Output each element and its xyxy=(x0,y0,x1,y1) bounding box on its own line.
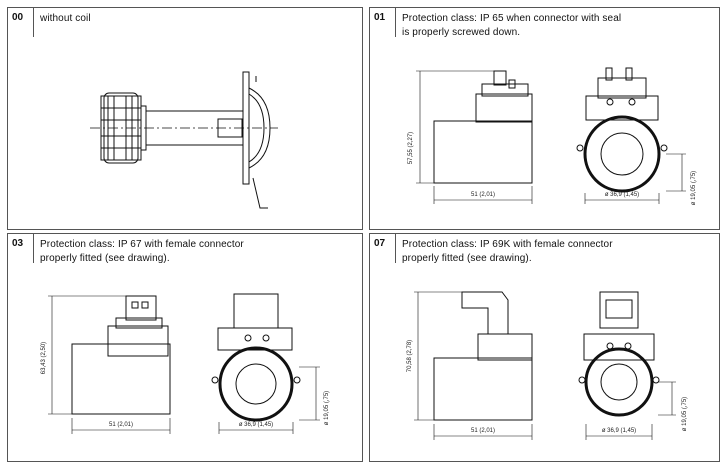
diameter-dimension: ø 36,9 (1,45) xyxy=(602,428,636,434)
offset-dimension: ø 19,05 (,75) xyxy=(324,391,330,425)
width-dimension: 51 (2,01) xyxy=(471,192,495,198)
description-line: without coil xyxy=(40,13,91,24)
diameter-dimension: ø 36,9 (1,45) xyxy=(239,422,273,428)
panel-description: Protection class: IP 69K with female con… xyxy=(402,238,613,266)
dimension-labels-03: 63,43 (2,50) 51 (2,01) ø 36,9 (1,45) ø 1… xyxy=(41,342,330,428)
description-line: properly fitted (see drawing). xyxy=(40,253,170,264)
coil-ip67-drawing xyxy=(48,293,320,434)
width-dimension: 51 (2,01) xyxy=(109,422,133,428)
description-line: properly fitted (see drawing). xyxy=(402,253,532,264)
panel-code: 00 xyxy=(8,8,34,37)
description-line: Protection class: IP 67 with female conn… xyxy=(40,239,244,250)
panel-description: without coil xyxy=(40,12,91,26)
panel-code: 01 xyxy=(370,8,396,37)
offset-dimension: ø 19,05 (,75) xyxy=(691,171,697,205)
height-dimension: 57,55 (2,27) xyxy=(408,132,414,164)
panel-07: 07 Protection class: IP 69K with female … xyxy=(369,233,720,462)
coil-side-and-end-view xyxy=(416,67,686,204)
diameter-dimension: ø 36,9 (1,45) xyxy=(605,192,639,198)
valve-without-coil-drawing xyxy=(90,71,278,209)
panel-00: 00 without coil xyxy=(7,7,363,230)
description-line: Protection class: IP 65 when connector w… xyxy=(402,13,622,24)
coil-ip69k-drawing xyxy=(414,291,676,440)
height-dimension: 70,58 (2,78) xyxy=(407,340,413,372)
dimension-labels-01: 57,55 (2,27) 51 (2,01) ø 36,9 (1,45) ø 1… xyxy=(408,132,697,205)
description-line: Protection class: IP 69K with female con… xyxy=(402,239,613,250)
panel-03: 03 Protection class: IP 67 with female c… xyxy=(7,233,363,462)
panel-01: 01 Protection class: IP 65 when connecto… xyxy=(369,7,720,230)
offset-dimension: ø 19,05 (,75) xyxy=(682,397,688,431)
panel-code: 03 xyxy=(8,234,34,263)
width-dimension: 51 (2,01) xyxy=(471,428,495,434)
height-dimension: 63,43 (2,50) xyxy=(41,342,47,374)
panel-code: 07 xyxy=(370,234,396,263)
panel-description: Protection class: IP 65 when connector w… xyxy=(402,12,621,40)
description-line: is properly screwed down. xyxy=(402,27,521,38)
panel-description: Protection class: IP 67 with female conn… xyxy=(40,238,244,266)
dimension-labels-07: 70,58 (2,78) 51 (2,01) ø 36,9 (1,45) ø 1… xyxy=(407,340,688,434)
